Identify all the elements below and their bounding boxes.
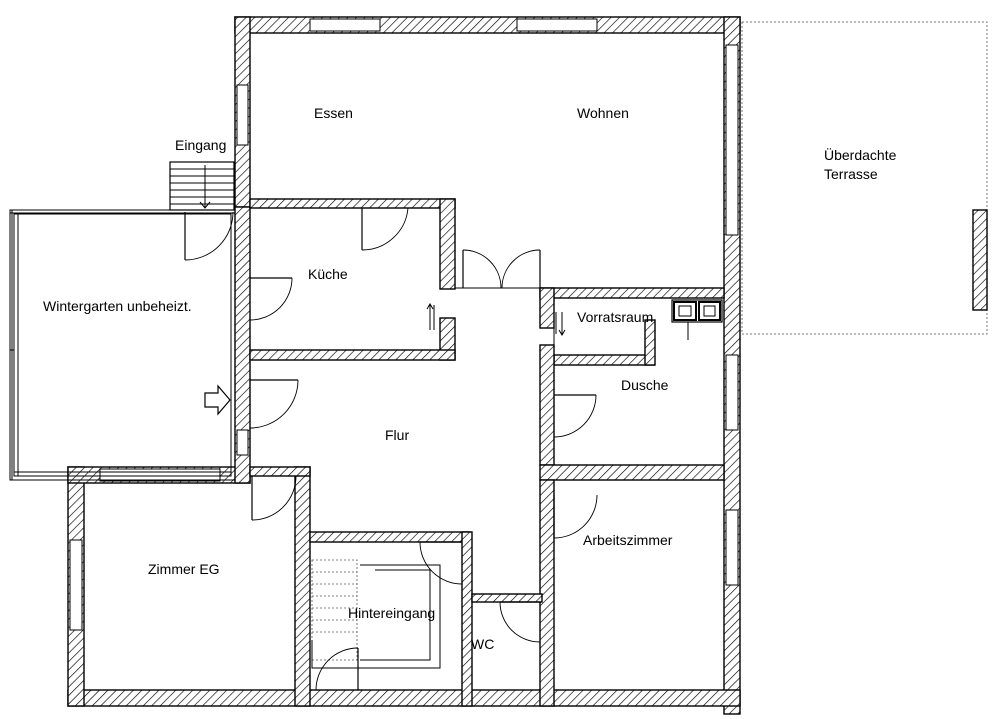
label-arbeitszimmer: Arbeitszimmer <box>583 532 673 548</box>
label-wintergarten: Wintergarten unbeheizt. <box>43 298 192 314</box>
doors <box>184 207 598 691</box>
chimney <box>671 299 723 340</box>
label-hintereingang: Hintereingang <box>348 605 435 621</box>
room-labels: Essen Wohnen Eingang Überdachte Terrasse… <box>43 105 897 652</box>
label-dusche: Dusche <box>621 377 669 393</box>
terrasse <box>741 21 988 335</box>
label-flur: Flur <box>385 427 409 443</box>
label-terrasse-2: Terrasse <box>824 166 878 182</box>
label-wc: WC <box>471 636 494 652</box>
interior-stairs <box>311 559 441 669</box>
label-vorratsraum: Vorratsraum <box>577 309 653 325</box>
label-zimmer-eg: Zimmer EG <box>148 561 220 577</box>
label-terrasse-1: Überdachte <box>824 146 897 163</box>
wintergarten-frame <box>9 209 236 481</box>
label-eingang: Eingang <box>175 137 226 153</box>
arrow-markers <box>204 303 566 416</box>
interior-walls <box>249 198 725 707</box>
label-essen: Essen <box>314 105 353 121</box>
entry-arrow-icon <box>204 384 231 416</box>
windows <box>69 18 739 631</box>
label-kueche: Küche <box>308 266 348 282</box>
entrance-steps <box>169 161 235 211</box>
label-wohnen: Wohnen <box>577 105 629 121</box>
